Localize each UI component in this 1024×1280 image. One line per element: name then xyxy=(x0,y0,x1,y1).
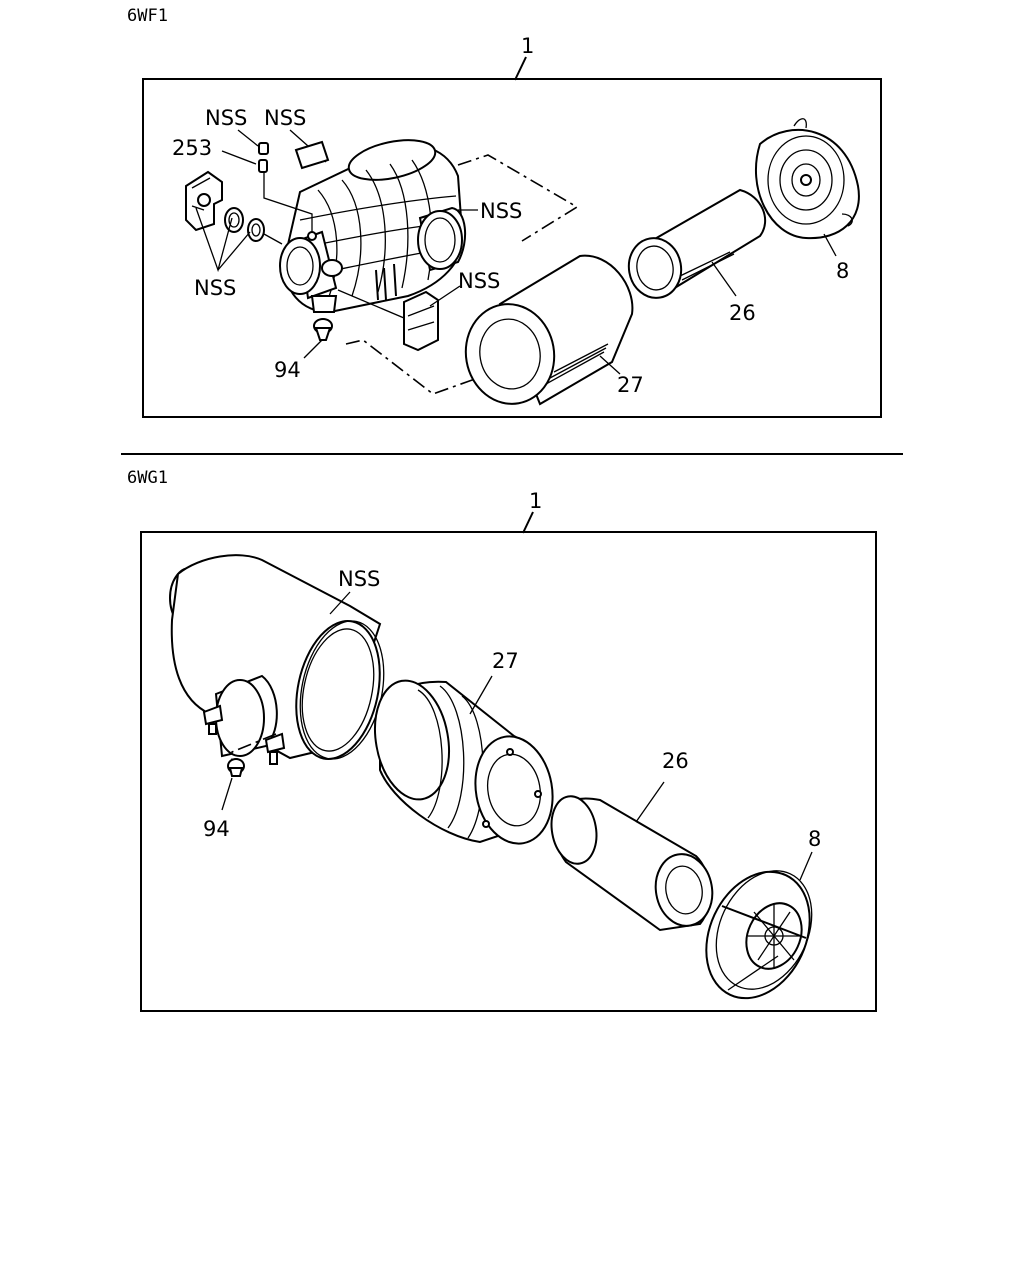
label-26: 26 xyxy=(729,301,756,325)
section-6wf1: 6WF1 1 xyxy=(127,6,882,418)
vacuator-valve-seat xyxy=(310,295,338,313)
bracket-alignment-link xyxy=(337,289,405,319)
label-8: 8 xyxy=(836,259,849,283)
inner-filter-element-26-lower xyxy=(550,795,714,932)
assembly-frame-6wf1 xyxy=(142,78,882,418)
leader-94-lower xyxy=(221,777,233,811)
assembly-frame-6wg1 xyxy=(140,531,877,1012)
label-nss-housing: NSS xyxy=(338,567,380,591)
label-8-lower: 8 xyxy=(808,827,821,851)
leader-253 xyxy=(221,150,257,165)
section-code-6wg1: 6WG1 xyxy=(127,468,168,488)
inner-filter-element-26 xyxy=(627,188,767,299)
label-nss-bracket-left: NSS xyxy=(194,276,236,300)
leader-nss-housing xyxy=(329,591,351,615)
label-nss-outlet: NSS xyxy=(480,199,522,223)
label-nss-cap: NSS xyxy=(205,106,247,130)
section-code-6wf1: 6WF1 xyxy=(127,6,168,26)
label-plate xyxy=(294,140,330,170)
air-cleaner-housing-lower xyxy=(169,554,385,760)
leader-nss-cap xyxy=(237,129,259,147)
alignment-line-upper xyxy=(457,154,579,242)
assembly-callout-leader-lower xyxy=(522,511,534,534)
vacuator-valve-94-lower xyxy=(227,758,245,777)
mounting-bolt-left xyxy=(202,704,224,735)
leader-clamp-to-inlet xyxy=(263,233,283,245)
label-27-lower: 27 xyxy=(492,649,519,673)
leader-94 xyxy=(303,339,323,359)
leader-26 xyxy=(711,261,737,297)
leader-27 xyxy=(599,355,621,375)
label-nss-bracket-right: NSS xyxy=(458,269,500,293)
restriction-indicator xyxy=(258,142,317,241)
leader-nss-bracket-left-2 xyxy=(217,231,251,271)
mounting-bolt-right xyxy=(264,732,286,765)
assembly-callout-1-lower: 1 xyxy=(529,489,542,513)
label-26-lower: 26 xyxy=(662,749,689,773)
alignment-line-94-lower xyxy=(231,733,277,762)
leader-26-lower xyxy=(635,781,665,823)
label-94: 94 xyxy=(274,358,301,382)
mounting-bracket-left xyxy=(185,170,223,232)
leader-nss-bracket-right xyxy=(429,285,461,307)
band-clamp xyxy=(224,207,244,233)
mounting-bracket-right xyxy=(403,290,439,352)
outer-filter-element-27 xyxy=(464,254,634,406)
assembly-callout-1: 1 xyxy=(521,34,534,58)
cover-8-lower xyxy=(705,870,813,1000)
vacuator-valve-94 xyxy=(313,318,333,341)
inlet-tube xyxy=(279,230,343,300)
label-27: 27 xyxy=(617,373,644,397)
label-94-lower: 94 xyxy=(203,817,230,841)
assembly-callout-leader xyxy=(514,56,527,81)
leader-27-lower xyxy=(469,675,493,715)
leader-8-lower xyxy=(799,851,813,881)
cover-8 xyxy=(755,118,860,240)
outlet-tube xyxy=(417,206,467,272)
label-nss-plate: NSS xyxy=(264,106,306,130)
outer-filter-element-27-lower xyxy=(374,679,554,845)
o-ring xyxy=(247,218,265,242)
section-6wg1: 6WG1 1 NSS 9 xyxy=(127,468,877,1012)
leader-8 xyxy=(823,233,837,257)
label-253: 253 xyxy=(172,136,212,160)
